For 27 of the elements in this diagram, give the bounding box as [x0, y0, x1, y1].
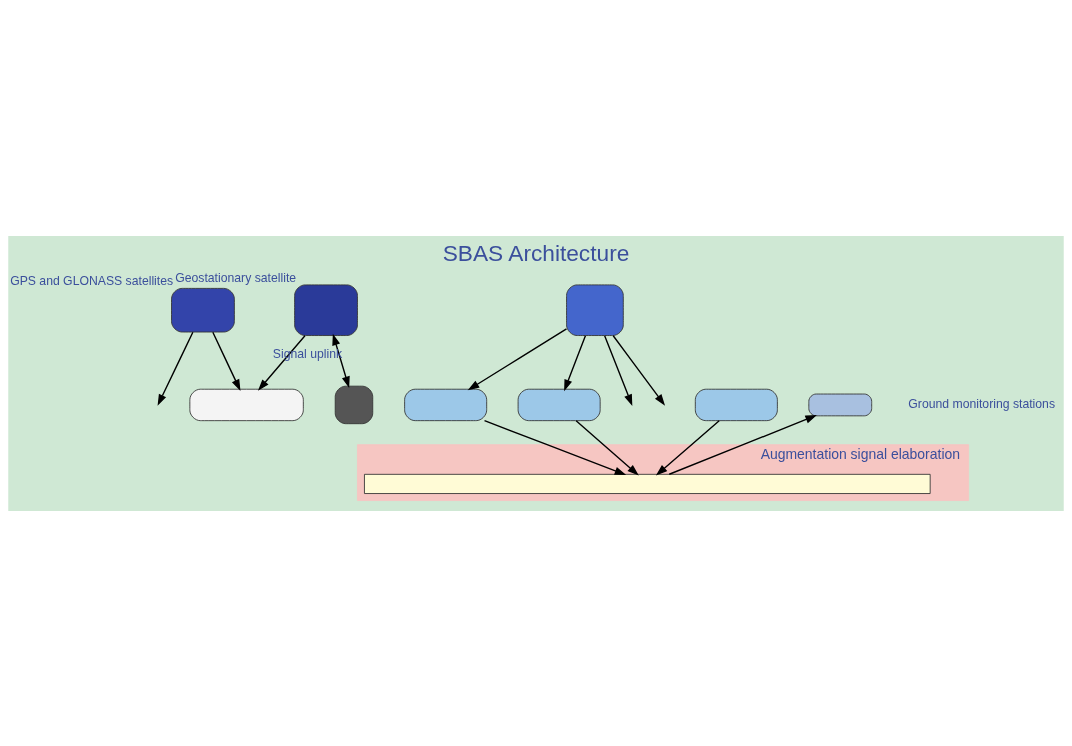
node-box [404, 388, 488, 421]
arrow [157, 331, 194, 406]
arrow [212, 331, 241, 391]
node-box [171, 287, 235, 332]
diagram-title: SBAS Architecture [442, 239, 630, 266]
arrow [603, 334, 633, 406]
node-box [334, 385, 374, 424]
node-bar [364, 473, 931, 494]
node-label: Geostationary satellite [175, 270, 297, 285]
node-box [808, 393, 873, 416]
arrow [467, 327, 568, 390]
arrow [332, 333, 350, 388]
arrow [483, 419, 627, 475]
arrow [655, 419, 720, 476]
arrow [668, 414, 817, 475]
label: Ground monitoring stations [908, 396, 1056, 411]
node-box [294, 283, 358, 336]
node-box [517, 388, 601, 421]
node-box [189, 388, 304, 421]
node-box [566, 283, 624, 336]
arrow [257, 334, 306, 391]
node-label: GPS and GLONASS satellites [10, 273, 174, 288]
cluster: Augmentation signal elaboration [357, 443, 969, 501]
arrow [612, 334, 666, 406]
arrow [575, 419, 639, 476]
arrow [564, 334, 587, 391]
node-box [694, 388, 778, 421]
